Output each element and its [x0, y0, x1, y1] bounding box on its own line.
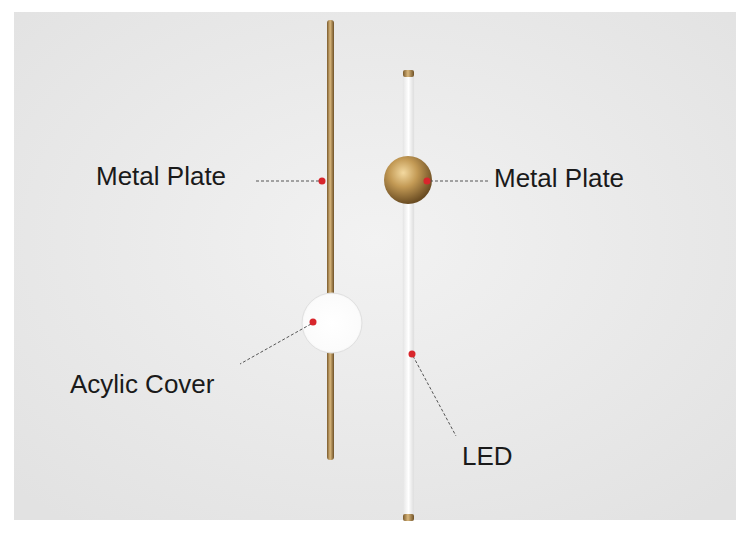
part-label: Acylic Cover — [70, 370, 214, 400]
leader-line — [413, 356, 456, 436]
gold-sphere — [384, 156, 432, 204]
part-label: LED — [462, 442, 513, 472]
background-panel — [14, 12, 736, 520]
leader-line — [256, 181, 319, 182]
led-tube — [403, 72, 414, 520]
tube-cap — [403, 70, 414, 77]
leader-line — [430, 181, 488, 182]
part-label: Metal Plate — [494, 164, 624, 194]
leader-line — [240, 324, 311, 364]
marker-dot — [409, 351, 416, 358]
acrylic-globe — [302, 293, 362, 353]
marker-dot — [424, 178, 431, 185]
tube-cap — [403, 514, 414, 521]
marker-dot — [310, 319, 317, 326]
part-label: Metal Plate — [96, 162, 226, 192]
gold-rod — [327, 20, 334, 460]
marker-dot — [319, 178, 326, 185]
